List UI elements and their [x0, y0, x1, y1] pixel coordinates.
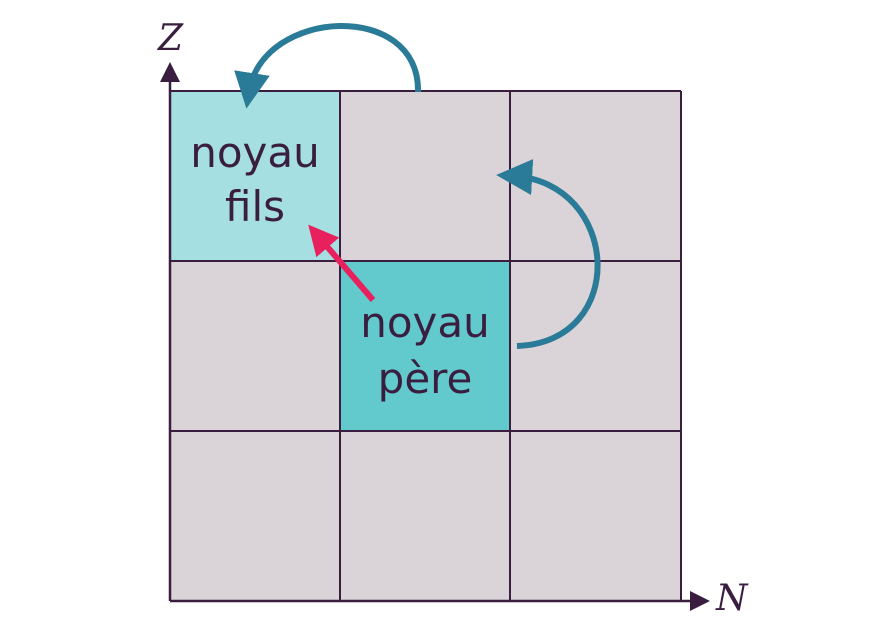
n-axis-label: N	[715, 578, 749, 619]
curved-arrow-right	[496, 159, 601, 349]
cell-bottom-left	[170, 431, 340, 601]
cell-parent-nucleus	[340, 261, 510, 431]
curved-arrow-top	[234, 23, 422, 109]
child-nucleus-label-line1: noyau	[190, 128, 320, 177]
direct-arrow-parent-to-child	[308, 224, 376, 302]
cell-top-right	[510, 91, 681, 261]
z-axis-label: Z	[157, 18, 184, 59]
cell-bottom-middle	[340, 431, 510, 601]
parent-nucleus-label-line2: père	[378, 354, 473, 403]
parent-nucleus-label-line1: noyau	[360, 298, 490, 347]
cell-middle-left	[170, 261, 340, 431]
cell-top-middle	[340, 91, 510, 261]
child-nucleus-label-line2: fils	[225, 182, 285, 231]
cell-bottom-right	[510, 431, 681, 601]
